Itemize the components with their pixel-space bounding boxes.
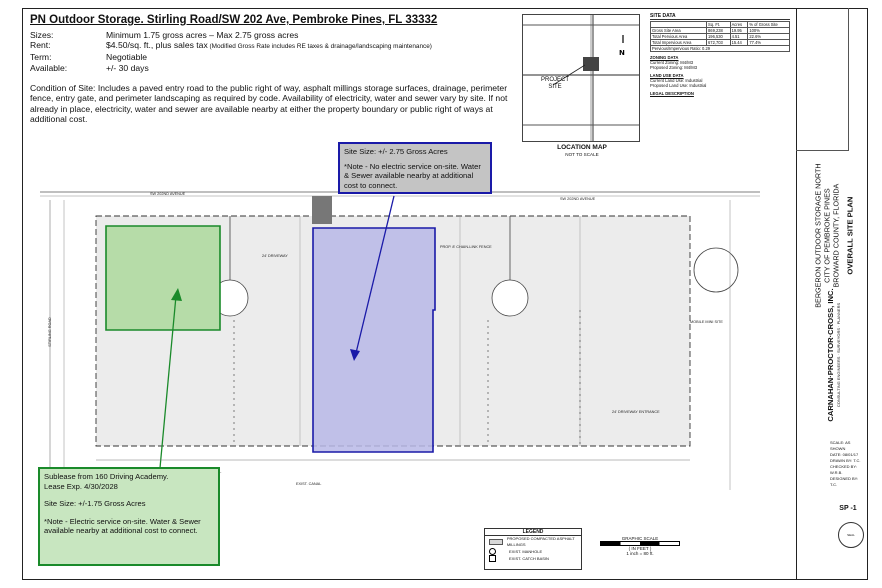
engineer-seal-icon: SEAL [838, 522, 864, 548]
firm-subtitle: CONSULTING ENGINEERS · SURVEYORS · PLANN… [836, 302, 841, 408]
term-label: Rent: [30, 40, 51, 51]
term-value: Minimum 1.75 gross acres – Max 2.75 gros… [106, 30, 299, 40]
svg-text:N: N [619, 49, 625, 57]
site-data-heading: SITE DATA [650, 14, 790, 20]
location-map-drawing: N [523, 15, 639, 141]
table-row: Pervious/Impervious Ratio: 0.29 [650, 45, 790, 52]
revision-box [796, 8, 849, 151]
road-label-top: SW 202ND AVENUE [150, 192, 186, 196]
green-sublease: Sublease from 160 Driving Academy. [44, 472, 169, 481]
listing-title: PN Outdoor Storage. Stirling Road/SW 202… [30, 14, 438, 26]
landuse-row: Current Land Use: Industrial [650, 78, 703, 83]
drawing-sheet-border [22, 8, 868, 580]
legend-title: LEGEND [485, 529, 581, 536]
driveway-label: 24' DRIVEWAY [262, 254, 288, 258]
catch-basin-icon [489, 555, 496, 562]
site-callout-green: Sublease from 160 Driving Academy. Lease… [38, 467, 220, 566]
legend: LEGEND PROPOSED COMPACTED ASPHALT MILLIN… [484, 528, 582, 570]
zoning-heading: ZONING DATA [650, 55, 679, 60]
canal-label: EXIST. CANAL [296, 482, 322, 486]
fence-label: PROP. 8' CHAIN-LINK FENCE [440, 245, 492, 249]
mobile-mini-label: MOBILE MINI SITE [690, 320, 723, 324]
scale-bar-icon [600, 541, 680, 546]
landuse-row: Proposed Land Use: Industrial [650, 83, 707, 88]
term-label: Available: [30, 62, 68, 73]
legend-item: EXIST. MANHOLE [485, 548, 581, 555]
green-site-size: Site Size: +/-1.75 Gross Acres [44, 499, 146, 509]
site-plan-drawing [40, 191, 760, 520]
location-map-subtitle: NOT TO SCALE [565, 152, 599, 157]
site-callout-blue: Site Size: +/- 2.75 Gross Acres *Note - … [338, 142, 492, 194]
graphic-scale-title: GRAPHIC SCALE [621, 536, 659, 541]
listing-info: PN Outdoor Storage. Stirling Road/SW 202… [30, 14, 516, 124]
graphic-scale-unit: ( IN FEET ) [628, 546, 652, 551]
term-row: Available: +/- 30 days [30, 63, 516, 73]
rent-note: (Modified Gross Rate includes RE taxes &… [207, 43, 432, 51]
graphic-scale: GRAPHIC SCALE ( IN FEET ) 1 inch = 80 ft… [600, 536, 680, 556]
term-label: Term: [30, 52, 52, 63]
site-data-table: Sq. Ft.Acres% of Gross Site Gross Site A… [649, 21, 790, 52]
term-row: Term: Negotiable [30, 52, 516, 62]
term-row: Sizes: Minimum 1.75 gross acres – Max 2.… [30, 30, 516, 40]
blue-site-note: *Note - No electric service on-site. Wat… [344, 162, 481, 190]
sheet-info: SCALE: AS SHOWN DATE: 08/01/17 DRAWN BY:… [830, 440, 861, 487]
landuse-heading: LAND USE DATA [650, 73, 684, 78]
sheet-number: SP -1 [839, 505, 857, 512]
green-lease-exp: Lease Exp. 4/30/2028 [44, 481, 118, 491]
legend-item: EXIST. CATCH BASIN [485, 555, 581, 562]
location-map: N PROJECT SITE [522, 14, 640, 142]
firm-name: CARNAHAN·PROCTOR·CROSS, INC. CONSULTING … [826, 260, 843, 450]
entrance-label: 24' DRIVEWAY ENTRANCE [612, 410, 660, 414]
manhole-icon [489, 548, 496, 555]
title-block [796, 8, 868, 580]
location-map-title: LOCATION MAP NOT TO SCALE [530, 144, 634, 158]
project-site-label: PROJECT SITE [540, 77, 569, 90]
listing-terms: Sizes: Minimum 1.75 gross acres – Max 2.… [30, 30, 516, 73]
graphic-scale-ratio: 1 inch = 80 ft. [626, 551, 654, 556]
site-data-panel: SITE DATA Sq. Ft.Acres% of Gross Site Gr… [649, 14, 790, 96]
road-label-left: STIRLING ROAD [48, 317, 52, 347]
term-label: Sizes: [30, 30, 54, 40]
zoning-row: Current Zoning: M4/M3 [650, 60, 694, 65]
green-site-note: *Note - Electric service on-site. Water … [44, 516, 201, 536]
term-value: +/- 30 days [106, 62, 149, 73]
legend-item: PROPOSED COMPACTED ASPHALT MILLINGS [485, 536, 581, 548]
term-row: Rent: $4.50/sq. ft., plus sales tax (Mod… [30, 40, 516, 52]
zoning-row: Proposed Zoning: M4/M3 [650, 65, 698, 70]
condition-of-site: Condition of Site: Includes a paved entr… [30, 82, 508, 125]
blue-site-size: Site Size: +/- 2.75 Gross Acres [344, 147, 448, 156]
term-value: $4.50/sq. ft., plus sales tax (Modified … [106, 40, 432, 51]
road-label-top-right: SW 202ND AVENUE [560, 197, 596, 201]
legal-heading: LEGAL DESCRIPTION [650, 91, 694, 96]
sheet-title: OVERALL SITE PLAN [845, 196, 855, 275]
term-value: Negotiable [106, 52, 148, 63]
